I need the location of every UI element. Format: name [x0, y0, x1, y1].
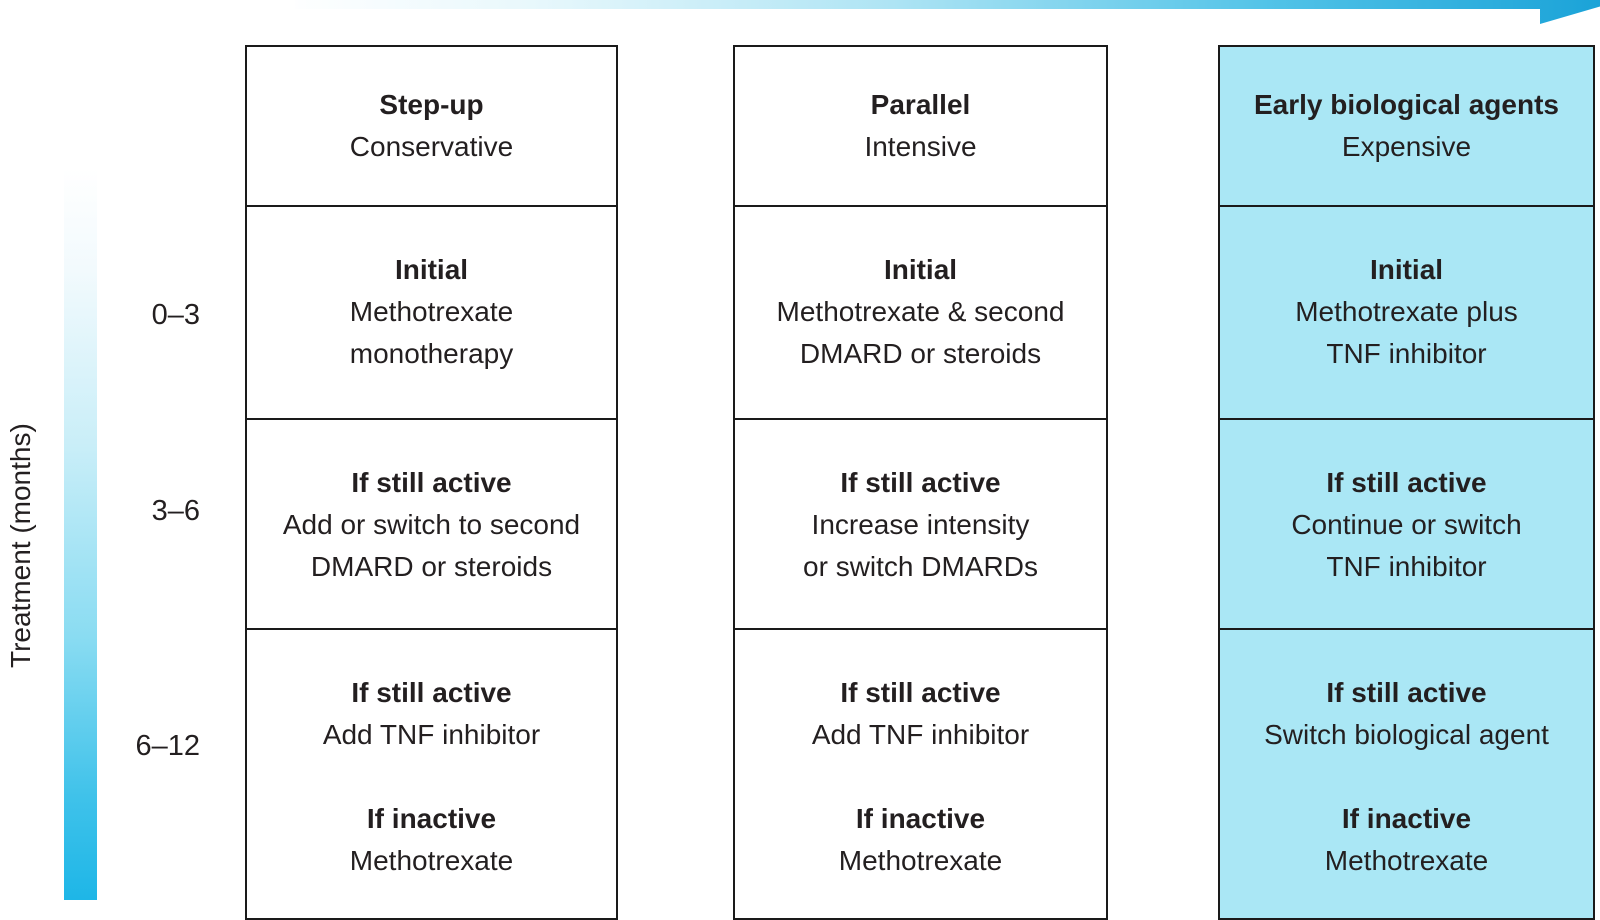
column-header: Early biological agents Expensive — [1220, 47, 1593, 207]
figure-canvas: Treatment (months) 0–3 3–6 6–12 Step-up … — [5, 0, 1600, 920]
column-subtitle: Expensive — [1341, 131, 1472, 162]
cell-initial: Initial Methotrexate plus TNF inhibitor — [1220, 207, 1593, 420]
cell-heading: Initial — [883, 254, 958, 285]
cell-line: Methotrexate — [349, 296, 514, 327]
cell-line: Add TNF inhibitor — [811, 719, 1030, 750]
cell-6-12: If still active Add TNF inhibitor If ina… — [247, 630, 616, 918]
cell-heading: If still active — [1326, 677, 1487, 708]
cell-line: monotherapy — [349, 338, 514, 369]
strategy-column-step-up: Step-up Conservative Initial Methotrexat… — [245, 45, 618, 920]
column-title: Parallel — [870, 89, 971, 120]
cell-heading: If still active — [840, 467, 1001, 498]
cell-line: Add or switch to second — [282, 509, 581, 540]
strategy-column-parallel: Parallel Intensive Initial Methotrexate … — [733, 45, 1108, 920]
column-header: Parallel Intensive — [735, 47, 1106, 207]
cell-line: Methotrexate — [349, 845, 514, 876]
cell-line: or switch DMARDs — [803, 551, 1038, 582]
cell-heading: Initial — [1369, 254, 1444, 285]
cell-heading: If inactive — [1341, 803, 1472, 834]
time-label-0-3: 0–3 — [151, 299, 200, 331]
timeline-gradient-bar — [64, 168, 97, 900]
cell-line: Add TNF inhibitor — [322, 719, 541, 750]
cell-heading: If inactive — [366, 803, 497, 834]
cell-initial: Initial Methotrexate monotherapy — [247, 207, 616, 420]
cell-line: TNF inhibitor — [1326, 551, 1487, 582]
cell-heading: Initial — [394, 254, 469, 285]
cell-subblock: If inactive Methotrexate — [1220, 798, 1593, 882]
cell-line: TNF inhibitor — [1326, 338, 1487, 369]
cell-heading: If still active — [840, 677, 1001, 708]
cell-line: Increase intensity — [811, 509, 1030, 540]
cell-line: Switch biological agent — [1264, 719, 1549, 750]
cell-6-12: If still active Switch biological agent … — [1220, 630, 1593, 918]
cell-initial: Initial Methotrexate & second DMARD or s… — [735, 207, 1106, 420]
cell-line: Methotrexate — [838, 845, 1003, 876]
time-label-6-12: 6–12 — [135, 730, 200, 762]
strategy-column-early-biological-agents: Early biological agents Expensive Initia… — [1218, 45, 1595, 920]
cell-line: Continue or switch — [1291, 509, 1522, 540]
cell-3-6: If still active Increase intensity or sw… — [735, 420, 1106, 630]
column-subtitle: Conservative — [349, 131, 514, 162]
cell-heading: If still active — [351, 677, 512, 708]
timeline-arrow-icon — [295, 0, 1600, 24]
cell-subblock: If inactive Methotrexate — [247, 798, 616, 882]
cell-6-12: If still active Add TNF inhibitor If ina… — [735, 630, 1106, 918]
column-title: Early biological agents — [1254, 89, 1559, 120]
cell-line: Methotrexate plus — [1295, 296, 1518, 327]
cell-heading: If still active — [351, 467, 512, 498]
cell-heading: If inactive — [855, 803, 986, 834]
axis-label: Treatment (months) — [5, 423, 36, 668]
column-subtitle: Intensive — [864, 131, 977, 162]
cell-line: Methotrexate — [1324, 845, 1489, 876]
cell-3-6: If still active Continue or switch TNF i… — [1220, 420, 1593, 630]
cell-line: Methotrexate & second — [776, 296, 1065, 327]
cell-3-6: If still active Add or switch to second … — [247, 420, 616, 630]
cell-line: DMARD or steroids — [799, 338, 1042, 369]
column-title: Step-up — [379, 89, 484, 120]
column-header: Step-up Conservative — [247, 47, 616, 207]
cell-line: DMARD or steroids — [310, 551, 553, 582]
time-label-3-6: 3–6 — [151, 495, 200, 527]
cell-subblock: If inactive Methotrexate — [735, 798, 1106, 882]
cell-heading: If still active — [1326, 467, 1487, 498]
